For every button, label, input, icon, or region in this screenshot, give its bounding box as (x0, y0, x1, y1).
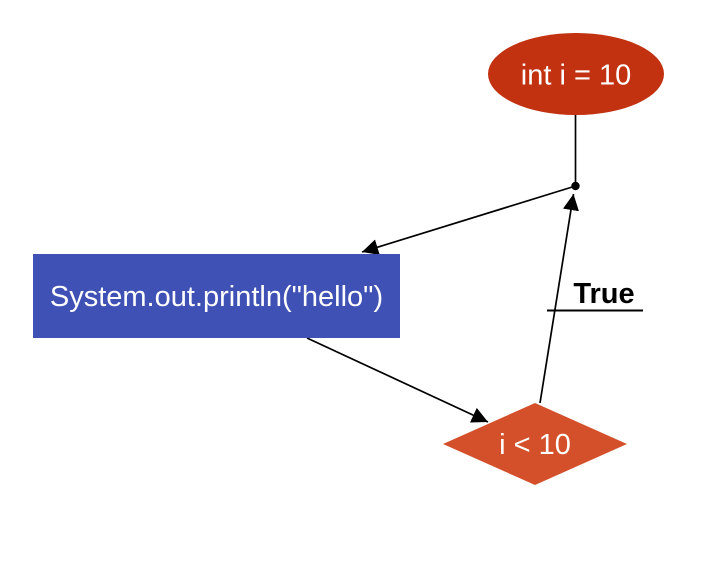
junction-dot (571, 181, 580, 191)
edge-decision-to-junction (539, 193, 579, 404)
true-edge-label: True (573, 278, 634, 310)
edge-process-to-decision (306, 337, 489, 423)
decision-node (443, 403, 627, 485)
decision-node-label: i < 10 (499, 429, 571, 461)
start-node-label: int i = 10 (521, 60, 631, 92)
start-node (488, 33, 664, 115)
process-node (33, 254, 400, 338)
process-node-label: System.out.println("hello") (50, 281, 383, 313)
edge-junction-to-process (361, 185, 576, 255)
